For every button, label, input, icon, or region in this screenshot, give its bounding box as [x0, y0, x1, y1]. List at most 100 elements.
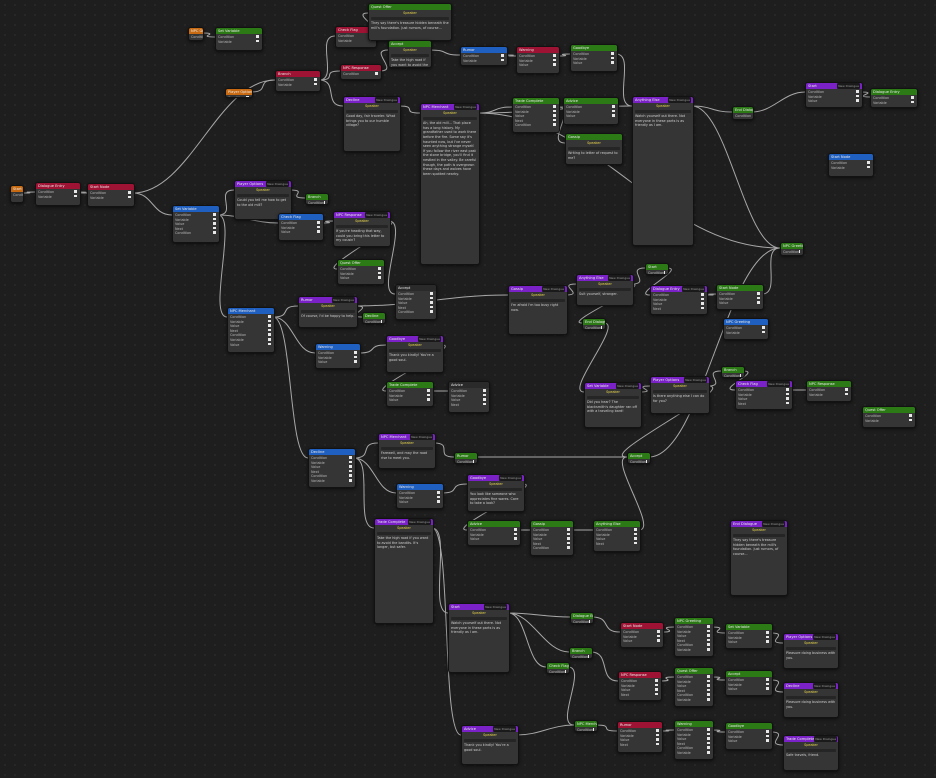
speaker-field[interactable]	[237, 193, 289, 198]
node-header[interactable]: Branch	[276, 71, 320, 77]
socket-icon[interactable]	[657, 630, 660, 633]
node-header[interactable]: Dialogue Entry	[571, 613, 593, 619]
connection-wire[interactable]	[318, 79, 344, 107]
socket-icon[interactable]	[553, 109, 556, 113]
node-header[interactable]: Advice	[468, 521, 520, 527]
node-header[interactable]: Quest Offer	[369, 4, 451, 10]
socket-icon[interactable]	[766, 678, 769, 681]
speaker-field[interactable]	[301, 309, 355, 314]
socket-icon[interactable]	[501, 58, 504, 62]
socket-icon[interactable]	[354, 360, 357, 363]
socket-icon[interactable]	[655, 683, 658, 687]
socket-icon[interactable]	[437, 500, 440, 503]
node-header[interactable]: Quest Offer	[863, 407, 915, 413]
new-dialogue-badge[interactable]: New Dialogue	[682, 286, 705, 292]
socket-icon[interactable]	[707, 629, 710, 633]
socket-icon[interactable]	[634, 541, 637, 545]
socket-icon[interactable]	[427, 389, 430, 392]
socket-icon[interactable]	[707, 625, 710, 628]
socket-icon[interactable]	[856, 99, 859, 102]
dialogue-text[interactable]: Of course, I'd be happy to help.	[301, 314, 355, 319]
node-header[interactable]: Decline	[309, 449, 355, 455]
socket-icon[interactable]	[213, 222, 216, 225]
node-header[interactable]: NPC Merchant	[228, 308, 274, 314]
socket-icon[interactable]	[646, 460, 647, 463]
connection-wire[interactable]	[429, 49, 461, 56]
socket-icon[interactable]	[757, 292, 760, 295]
node-header[interactable]: NPC Greeting	[675, 618, 713, 624]
node-header[interactable]: Dialogue Entry	[871, 89, 917, 95]
socket-icon[interactable]	[314, 82, 317, 86]
speaker-field[interactable]	[786, 748, 836, 753]
connection-wire[interactable]	[132, 79, 276, 194]
dialogue-text[interactable]: Safe travels, friend.	[786, 753, 820, 758]
node-header[interactable]: Rumor	[455, 453, 477, 459]
socket-icon[interactable]	[657, 634, 660, 638]
dialogue-text[interactable]: Did you hear? The blacksmith's daughter …	[587, 400, 637, 414]
speaker-field[interactable]	[451, 616, 507, 621]
connection-wire[interactable]	[477, 106, 513, 114]
socket-icon[interactable]	[786, 397, 789, 400]
dialogue-text[interactable]: You look like someone who appreciates fi…	[470, 492, 519, 506]
speaker-field[interactable]	[587, 395, 639, 400]
node-header[interactable]: NPC Greeting	[781, 243, 803, 249]
new-dialogue-badge[interactable]: New Dialogue	[762, 521, 785, 527]
socket-icon[interactable]	[612, 105, 615, 108]
new-dialogue-badge[interactable]: New Dialogue	[493, 726, 516, 732]
socket-icon[interactable]	[128, 195, 131, 199]
socket-icon[interactable]	[634, 528, 637, 531]
socket-icon[interactable]	[354, 351, 357, 354]
new-dialogue-badge[interactable]: New Dialogue	[608, 275, 631, 281]
dialogue-text[interactable]: Farewell, and may the road rise to meet …	[381, 451, 428, 460]
new-dialogue-badge[interactable]: New Dialogue	[410, 434, 433, 440]
socket-icon[interactable]	[349, 474, 352, 477]
dialogue-text[interactable]: Is there anything else I can do for you?	[653, 394, 705, 403]
socket-icon[interactable]	[593, 728, 594, 731]
socket-icon[interactable]	[213, 217, 216, 221]
new-dialogue-badge[interactable]: New Dialogue	[375, 97, 398, 103]
socket-icon[interactable]	[567, 532, 570, 536]
node-header[interactable]: Decline	[363, 313, 385, 319]
connection-wire[interactable]	[441, 483, 468, 494]
socket-icon[interactable]	[565, 670, 566, 673]
dialogue-text[interactable]: Suit yourself, stranger.	[579, 292, 618, 297]
socket-icon[interactable]	[766, 635, 769, 639]
socket-icon[interactable]	[268, 337, 271, 341]
socket-icon[interactable]	[786, 401, 789, 405]
connection-wire[interactable]	[751, 91, 806, 113]
socket-icon[interactable]	[246, 96, 249, 97]
socket-icon[interactable]	[567, 546, 570, 549]
socket-icon[interactable]	[553, 123, 556, 126]
socket-icon[interactable]	[427, 393, 430, 397]
connection-wire[interactable]	[648, 247, 781, 458]
socket-icon[interactable]	[268, 315, 271, 318]
socket-icon[interactable]	[707, 679, 710, 683]
connection-wire[interactable]	[659, 676, 675, 682]
node-header[interactable]: Check Flag	[279, 214, 323, 220]
